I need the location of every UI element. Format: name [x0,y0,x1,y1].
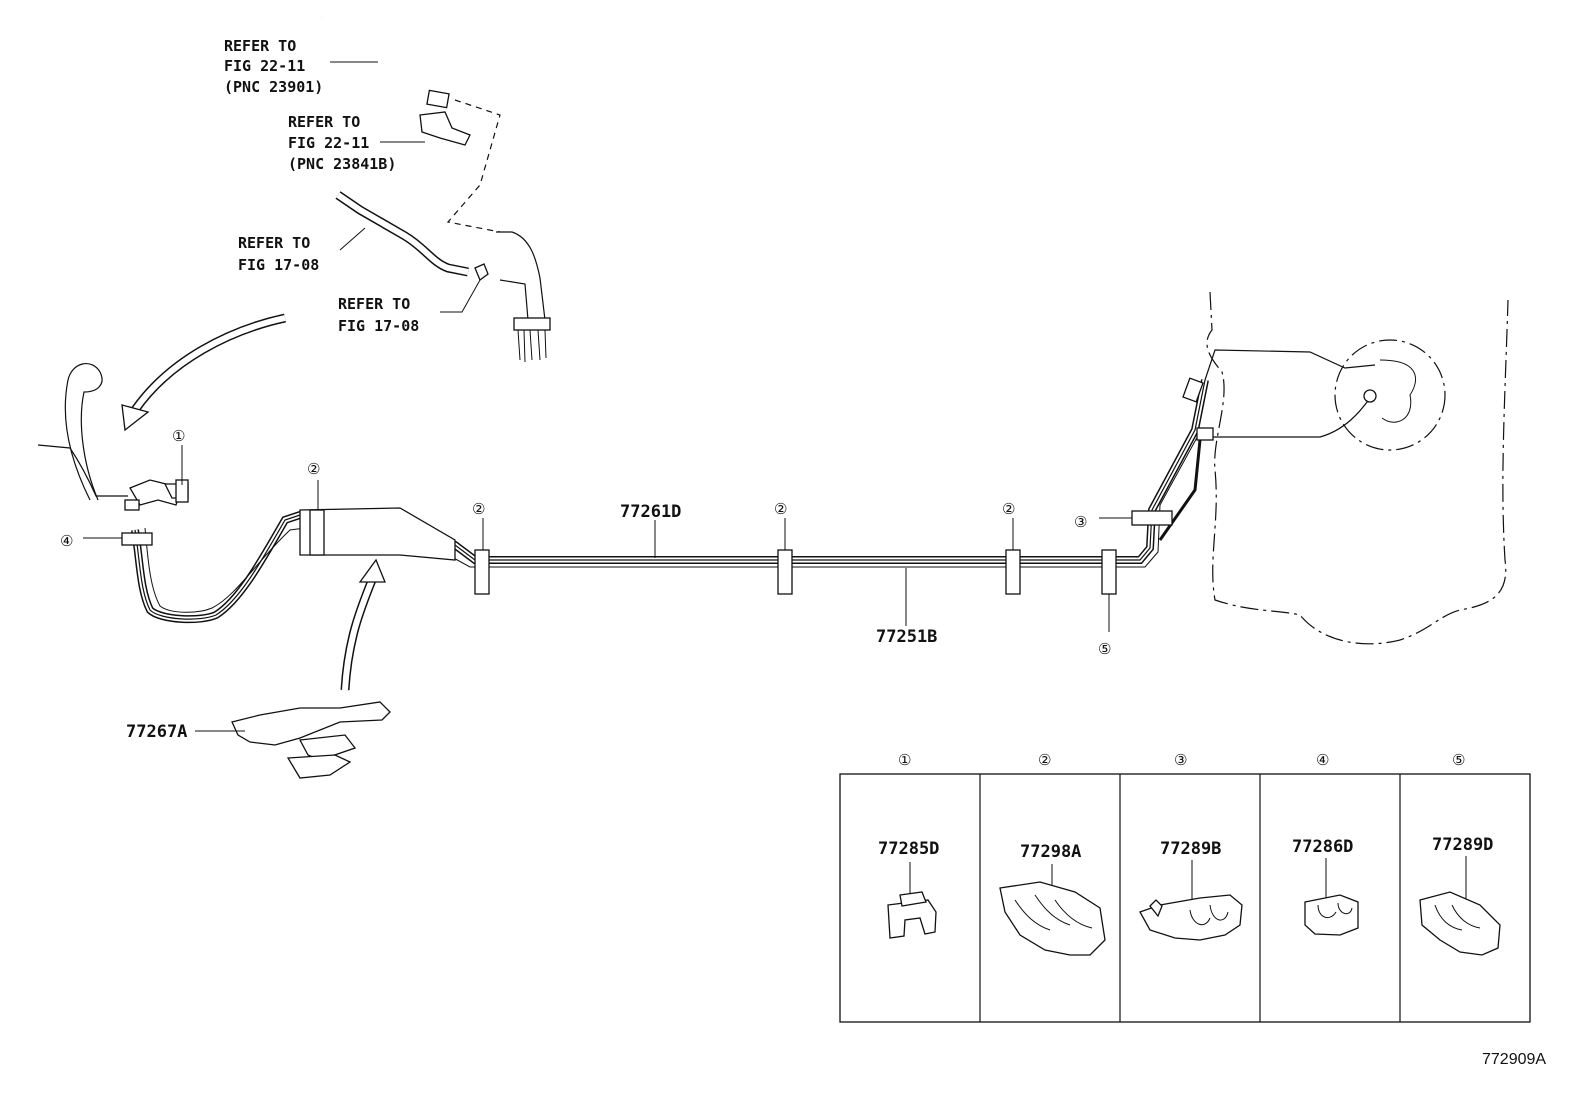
clamp-mark-2c [777,549,793,595]
part-label-77267a: 77267A [126,722,187,742]
leader-lines [83,445,1132,732]
callout-4: ④ [60,532,73,550]
legend-num-4: ④ [1316,751,1329,769]
legend-num-1: ① [898,751,911,769]
ref-3-line-1: REFER TO [238,234,310,252]
clip-drawing-5 [1419,856,1501,956]
callout-2-b: ② [472,500,485,518]
ref-4-line-2: FIG 17-08 [338,317,419,335]
callout-1: ① [172,427,185,445]
clamp-legend: ① ② ③ ④ ⑤ 77285D 77298A 77289B 77286D 77… [839,751,1531,1023]
clamp-mark-5 [1101,549,1117,595]
breather-connector-reference [380,111,471,146]
legend-num-5: ⑤ [1452,751,1465,769]
legend-part-5: 77289D [1432,835,1493,855]
filler-neck-loop [37,363,189,506]
fuel-tank-outline [1182,291,1509,645]
clamp-mark-4b [124,499,140,511]
ref-1-line-2: FIG 22-11 [224,57,305,75]
clamp-marks [121,479,1173,595]
filler-hose-reference [321,16,501,233]
view-arrow-bottom [340,558,386,691]
legend-frame [839,773,1531,1023]
ref-4-line-1: REFER TO [338,295,410,313]
protector-part [231,701,391,779]
clamp-mark-3 [1131,510,1173,526]
clamp-mark-2b [474,549,490,595]
ref-vent-hose-text: REFER TO FIG 17-08 [238,234,319,274]
legend-part-2: 77298A [1020,842,1081,862]
legend-num-2: ② [1038,751,1051,769]
ref-2-line-1: REFER TO [288,113,360,131]
ref-2-line-3: (PNC 23841B) [288,155,396,173]
clip-drawing-3 [1139,860,1243,941]
clip-drawing-2 [999,864,1106,956]
legend-part-1: 77285D [878,839,939,859]
callout-2-c: ② [774,500,787,518]
part-label-77251b: 77251B [876,627,937,647]
callout-2-d: ② [1002,500,1015,518]
clamp-mark-2a [309,509,325,556]
clamp-mark-4 [121,532,153,546]
filler-pipe-bundle [496,231,551,363]
callout-2-a: ② [307,460,320,478]
legend-part-3: 77289B [1160,839,1221,859]
ref-breather-text: REFER TO FIG 22-11 (PNC 23841B) [288,113,396,173]
clip-drawing-1 [887,862,937,939]
ref-3-line-2: FIG 17-08 [238,256,319,274]
vent-hose-reference [335,191,489,313]
legend-part-4: 77286D [1292,837,1353,857]
ref-filler-hose-text: REFER TO FIG 22-11 (PNC 23901) [224,37,323,96]
callout-5: ⑤ [1098,640,1111,658]
ref-1-line-3: (PNC 23901) [224,78,323,96]
clip-drawing-4 [1304,858,1359,936]
part-label-77261d: 77261D [620,502,681,522]
callout-3: ③ [1074,513,1087,531]
ref-1-line-1: REFER TO [224,37,296,55]
main-fuel-pipe [131,379,1209,624]
view-arrow-top [121,313,286,432]
clamp-mark-2d [1005,549,1021,595]
figure-id: 772909A [1482,1051,1546,1068]
ref-2-line-2: FIG 22-11 [288,134,369,152]
ref-clip-text: REFER TO FIG 17-08 [338,295,419,335]
legend-num-3: ③ [1174,751,1187,769]
